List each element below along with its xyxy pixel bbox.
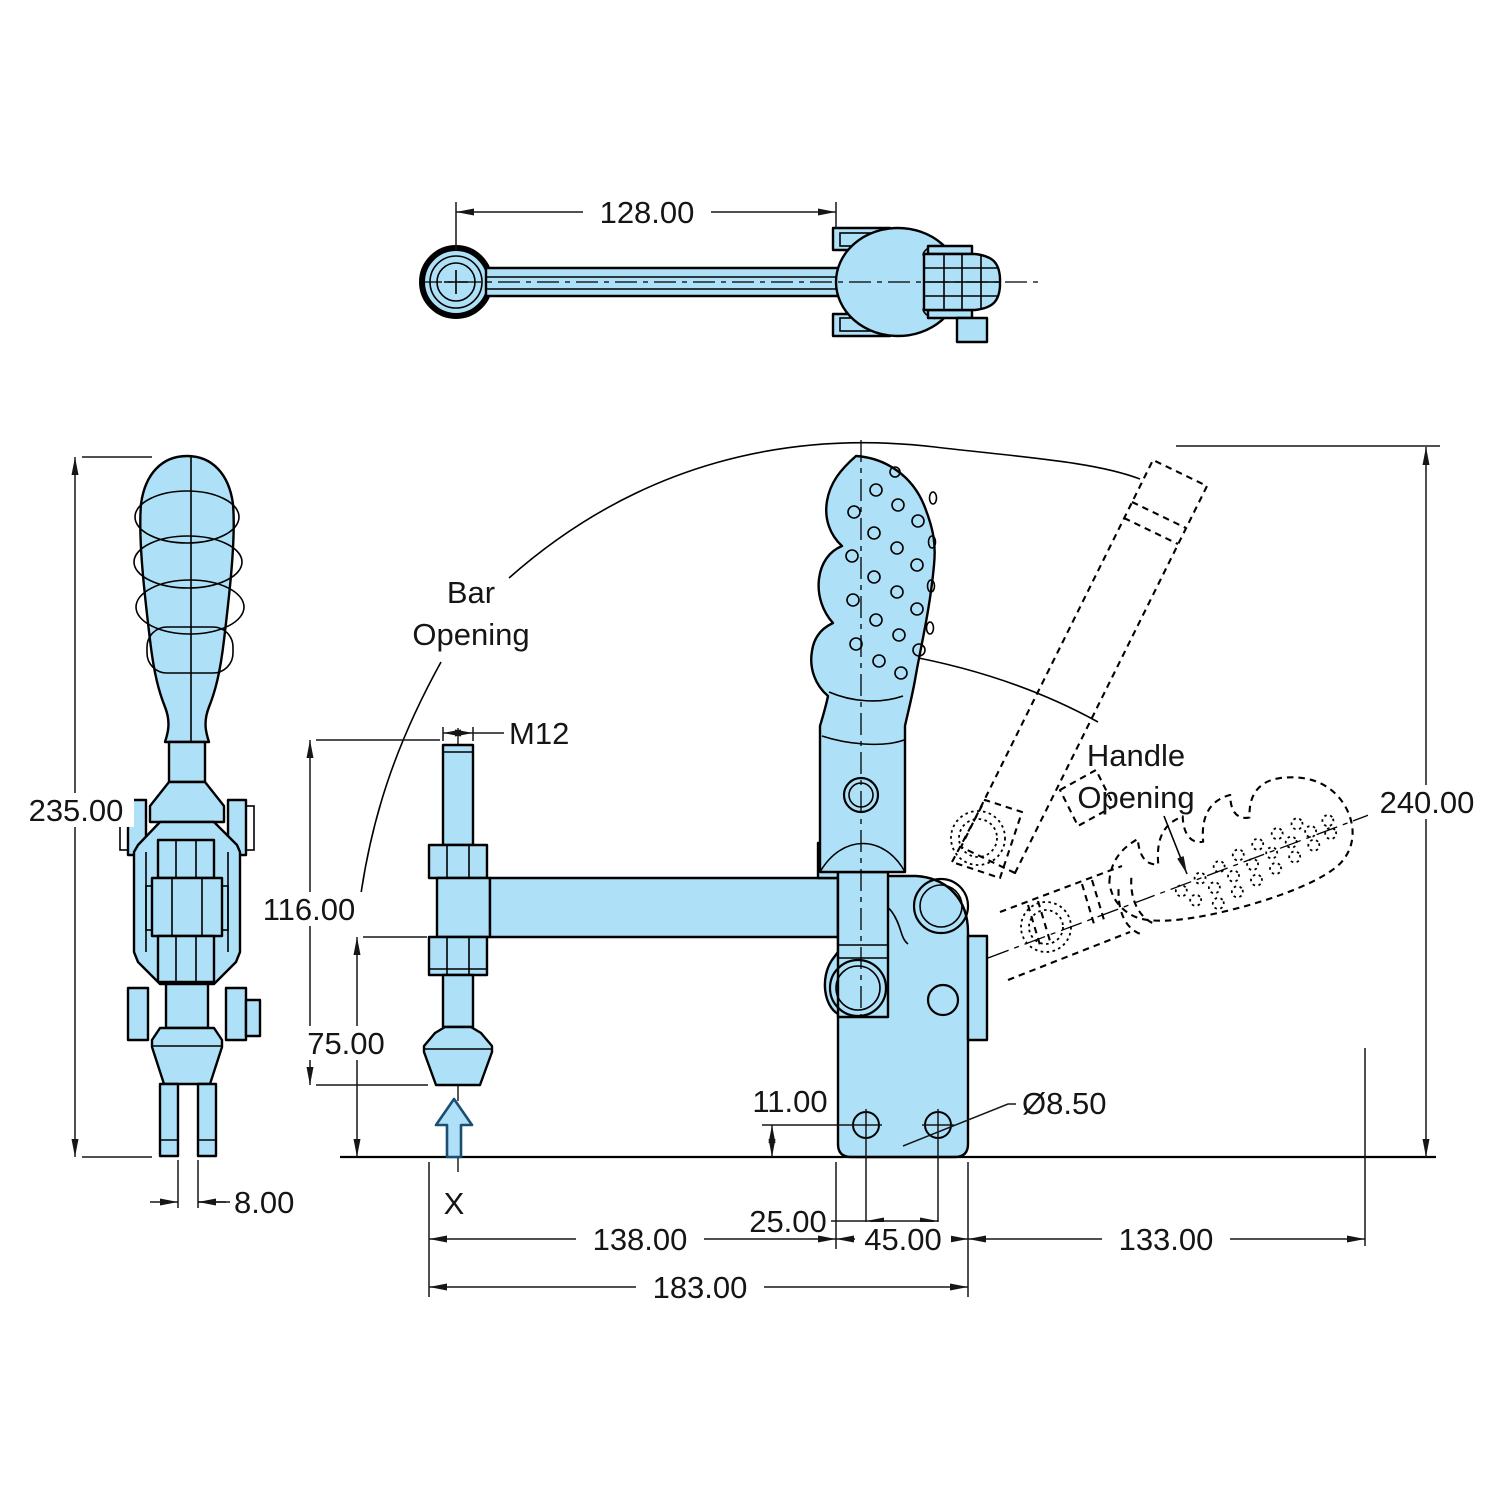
- handle-swing-arc: [508, 441, 1141, 579]
- label-force-point: X: [444, 1186, 465, 1221]
- handle-opening-arc: [902, 654, 1099, 723]
- clamp-bar: [488, 876, 840, 939]
- dim-pivot-to-spindle: 138.00: [593, 1222, 688, 1257]
- phantom-handle-up: [959, 458, 1209, 875]
- dim-base-width: 45.00: [864, 1222, 942, 1257]
- body-small-hole: [926, 983, 960, 1017]
- pivot-lower: [828, 958, 888, 1018]
- dim-side-overall-height: 235.00: [29, 793, 124, 828]
- dim-handle-extent: 133.00: [1119, 1222, 1214, 1257]
- dim-spindle-thread: M12: [509, 716, 569, 751]
- annotations: Bar Opening Handle Opening X: [412, 575, 1194, 1221]
- label-handle-opening-1: Handle: [1087, 738, 1185, 773]
- spindle-pad-front: [422, 1025, 494, 1087]
- dim-mount-hole-dia: Ø8.50: [1022, 1086, 1106, 1121]
- label-bar-opening-1: Bar: [447, 575, 495, 610]
- dim-mount-hole-spacing: 25.00: [749, 1204, 827, 1239]
- dim-overall-length: 183.00: [653, 1270, 748, 1305]
- dim-bar-opening-height: 75.00: [307, 1026, 385, 1061]
- spindle-nut-upper: [427, 843, 489, 880]
- pivot-upper: [912, 877, 970, 935]
- phantom-grip: [1108, 776, 1354, 936]
- force-arrow: [434, 1097, 474, 1159]
- dim-top-bar-length: 128.00: [600, 195, 695, 230]
- label-bar-opening-2: Opening: [412, 617, 529, 652]
- handle-grip-side: [139, 454, 235, 744]
- spindle-rod: [441, 743, 475, 847]
- fork-prong-left: [158, 1082, 180, 1158]
- dim-open-height: 240.00: [1380, 785, 1475, 820]
- phantom-grip-dimples: [1174, 814, 1338, 910]
- bar-end-block: [435, 876, 492, 939]
- spindle-pad-side: [150, 1026, 224, 1086]
- front-dimensions: M12 116.00 75.00 11.00 25.00 Ø8.50 138.0…: [250, 445, 1486, 1305]
- fork-prong-right: [196, 1082, 218, 1158]
- bar-swing-arc: [355, 661, 442, 926]
- front-view: [340, 440, 1436, 1172]
- phantom-open-position: [950, 458, 1423, 981]
- label-handle-opening-2: Opening: [1077, 780, 1194, 815]
- top-view: 128.00: [419, 195, 1042, 344]
- dim-side-fork-gap: 8.00: [234, 1185, 294, 1220]
- dim-mount-hole-height: 11.00: [752, 1084, 827, 1119]
- grip-dimples-front: [845, 466, 938, 680]
- dim-spindle-length: 116.00: [263, 892, 356, 927]
- side-view: 235.00 8.00: [18, 454, 294, 1220]
- shaft-hole: [842, 776, 880, 814]
